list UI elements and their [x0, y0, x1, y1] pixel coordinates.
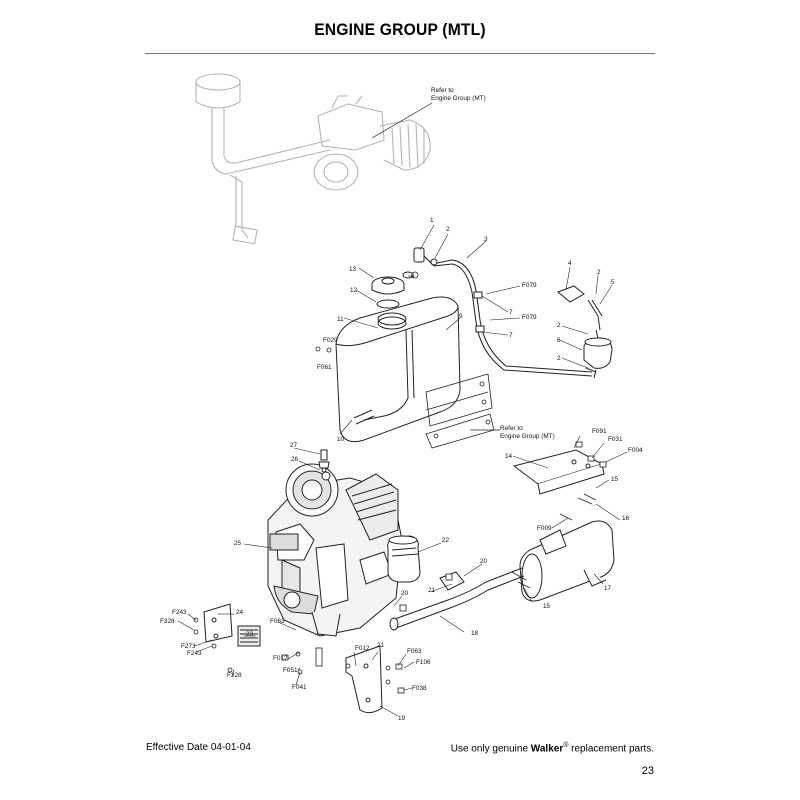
callout-label: 19	[398, 715, 406, 722]
callout-label: 18	[471, 630, 479, 637]
page-title: ENGINE GROUP (MTL)	[314, 20, 486, 39]
callout-label: F328	[227, 672, 242, 679]
callout-label: 8	[411, 273, 415, 280]
callout-label: 23	[246, 631, 254, 638]
registered-mark: ®	[563, 742, 569, 749]
leader-lines	[177, 224, 628, 717]
callout-label: F063	[270, 618, 285, 625]
callout-label: F004	[628, 447, 643, 454]
callout-label: 4	[568, 260, 572, 267]
refer-note-mid-line2: Engine Group (MT)	[500, 433, 555, 440]
callout-label: 24	[236, 609, 244, 616]
callout-label: 10	[337, 436, 345, 443]
fuel-cap	[371, 276, 405, 309]
callout-label: 27	[290, 442, 298, 449]
callout-label: F012	[355, 645, 370, 652]
callout-label: F041	[292, 684, 307, 691]
callout-label: F012	[273, 655, 288, 662]
callout-label: 7	[509, 332, 513, 339]
callout-label: 2	[557, 322, 561, 329]
callout-label: 14	[505, 453, 513, 460]
callout-label: 5	[611, 279, 615, 286]
callout-label: F243	[172, 609, 187, 616]
rectifier-bracket	[203, 603, 261, 647]
callout-labels: 1 2 3 13 8 F079 4 2 5 12 7 F079 11 9 7 2…	[160, 217, 643, 722]
callout-label: 11	[337, 316, 344, 323]
callout-label: F038	[412, 685, 427, 692]
refer-note-mid-line1: Refer to	[500, 425, 523, 432]
effective-date: Effective Date 04-01-04	[146, 742, 251, 753]
callout-label: 6	[557, 337, 561, 344]
callout-label: 1	[430, 217, 434, 224]
callout-label: 3	[484, 236, 488, 243]
callout-label: F029	[323, 337, 338, 344]
callout-label: 2	[446, 226, 450, 233]
callout-label: 2	[557, 355, 561, 362]
engine-assembly	[267, 463, 403, 637]
callout-label: 15	[611, 476, 619, 483]
callout-label: F031	[608, 436, 623, 443]
callout-label: F079	[522, 314, 537, 321]
callout-label: 2	[597, 269, 601, 276]
callout-label: 16	[622, 515, 630, 522]
callout-label: 13	[349, 266, 357, 273]
fuel-filter	[557, 285, 613, 379]
callout-label: 21	[428, 587, 436, 594]
footer-note: Use only genuine Walker® replacement par…	[451, 742, 654, 754]
callout-label: 12	[350, 287, 358, 294]
callout-label: 7	[509, 309, 513, 316]
callout-label: 20	[480, 558, 488, 565]
footer-prefix: Use only genuine	[450, 743, 531, 755]
hardware	[193, 271, 607, 694]
callout-label: 20	[401, 590, 409, 597]
spark-plug	[318, 449, 330, 473]
callout-label: F328	[160, 618, 175, 625]
muffler-bracket	[512, 449, 605, 495]
title-rule	[145, 53, 655, 54]
callout-label: F106	[416, 659, 431, 666]
muffler	[519, 520, 615, 602]
callout-label: F061	[317, 364, 332, 371]
oil-filter	[387, 535, 421, 583]
fuel-tank	[335, 296, 461, 443]
callout-label: F079	[522, 282, 537, 289]
air-cleaner-ghost	[195, 73, 431, 245]
callout-label: 17	[604, 585, 612, 592]
refer-note-top-line2: Engine Group (MT)	[431, 95, 486, 102]
footer-brand: Walker	[530, 743, 564, 755]
footer-suffix: replacement parts.	[568, 743, 654, 755]
callout-label: 9	[459, 313, 463, 320]
callout-label: F063	[407, 648, 422, 655]
callout-label: 22	[442, 537, 450, 544]
callout-label: F243	[187, 650, 202, 657]
refer-note-top-line1: Refer to	[431, 87, 454, 94]
callout-label: F009	[537, 525, 552, 532]
exhaust-bracket	[345, 645, 383, 714]
page-number: 23	[641, 765, 654, 777]
callout-label: 25	[234, 540, 242, 547]
callout-label: F051	[283, 667, 298, 674]
callout-label: 21	[377, 642, 385, 649]
callout-label: 26	[291, 456, 299, 463]
callout-label: F273	[181, 643, 196, 650]
callout-label: F091	[592, 428, 607, 435]
callout-label: 15	[543, 603, 551, 610]
